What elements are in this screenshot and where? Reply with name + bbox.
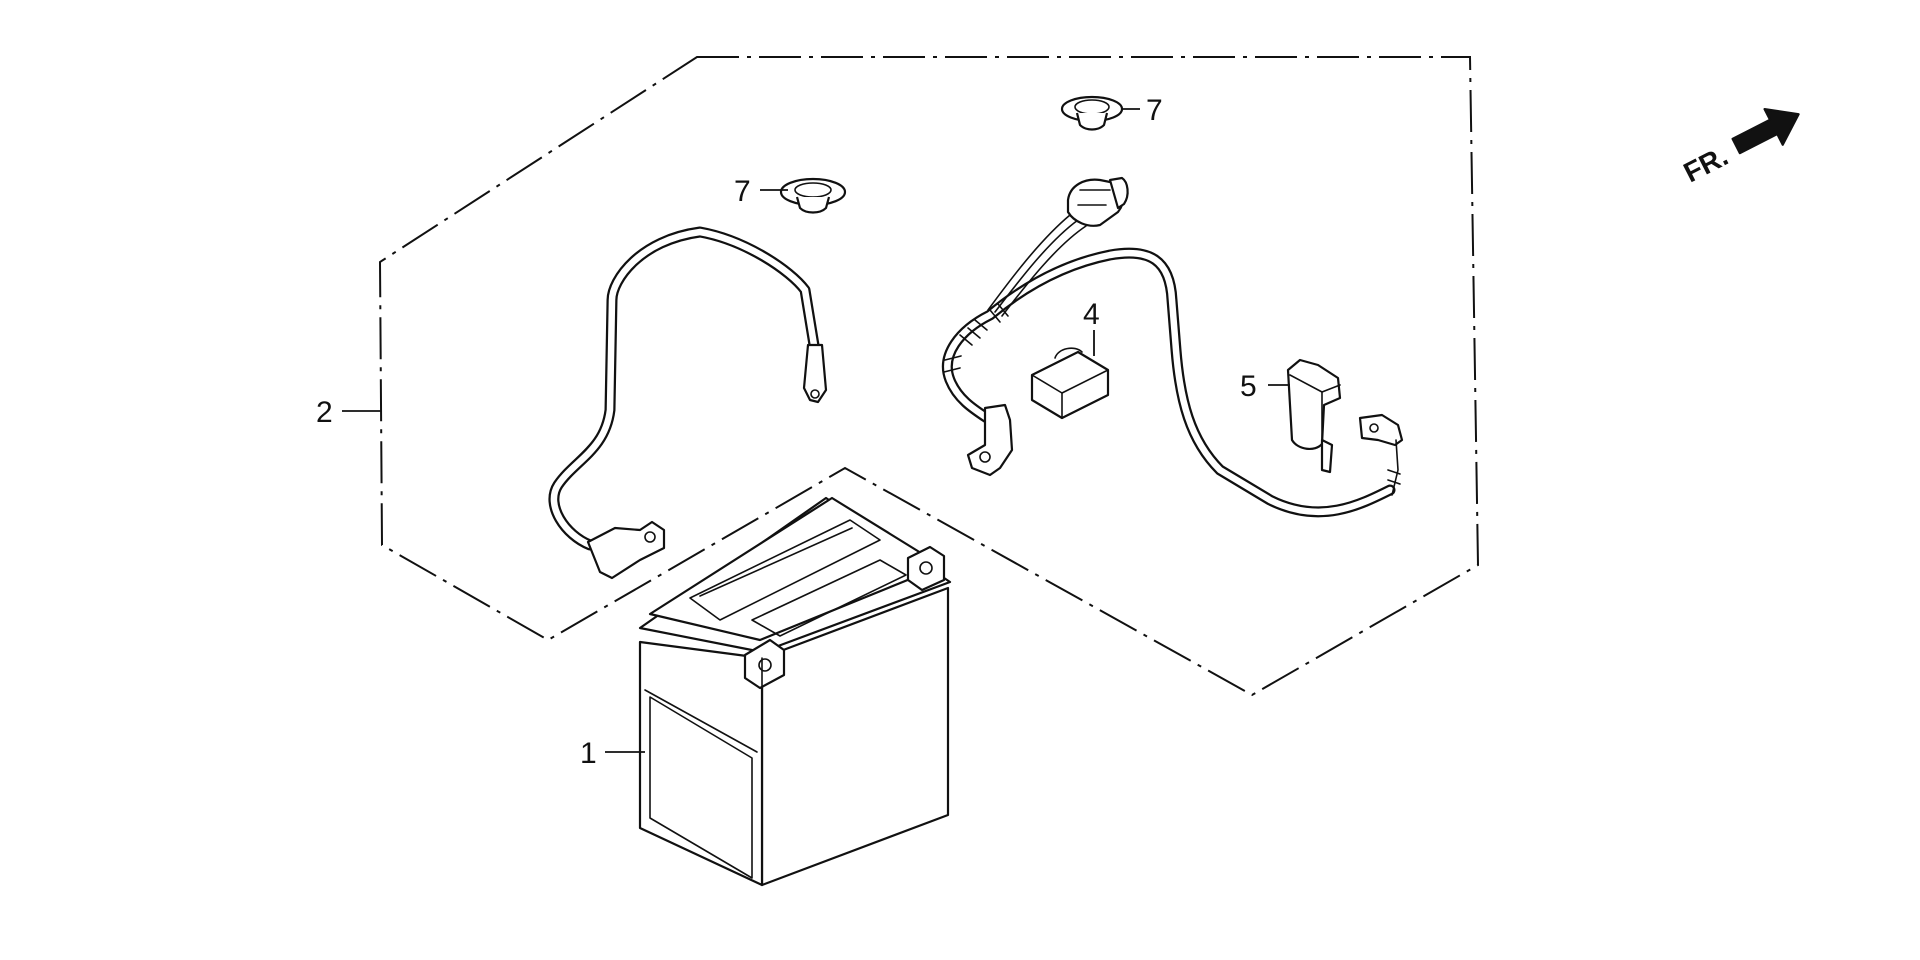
- callout-4: 4: [1083, 298, 1100, 331]
- group-outline: [378, 56, 1480, 697]
- front-direction-arrow-icon: FR.: [1679, 107, 1800, 188]
- battery-icon: [638, 496, 952, 887]
- grommet-icon: [1060, 95, 1124, 131]
- callout-7a: 7: [734, 175, 751, 208]
- callout-7b: 7: [1146, 94, 1163, 127]
- callout-1: 1: [580, 737, 597, 770]
- battery-negative-cable-icon: [548, 226, 828, 580]
- battery-positive-cable-icon: [941, 176, 1404, 518]
- terminal-cover-icon: [1286, 358, 1342, 474]
- callout-5: 5: [1240, 370, 1257, 403]
- callout-2: 2: [316, 396, 333, 429]
- grommet-icon: [779, 177, 847, 214]
- fuse-holder-icon: [1030, 347, 1110, 420]
- battery-terminal-positive: [743, 638, 786, 690]
- battery-terminal-negative: [906, 545, 946, 592]
- front-direction-label: FR.: [1679, 140, 1733, 188]
- connector-icon: [1066, 176, 1129, 227]
